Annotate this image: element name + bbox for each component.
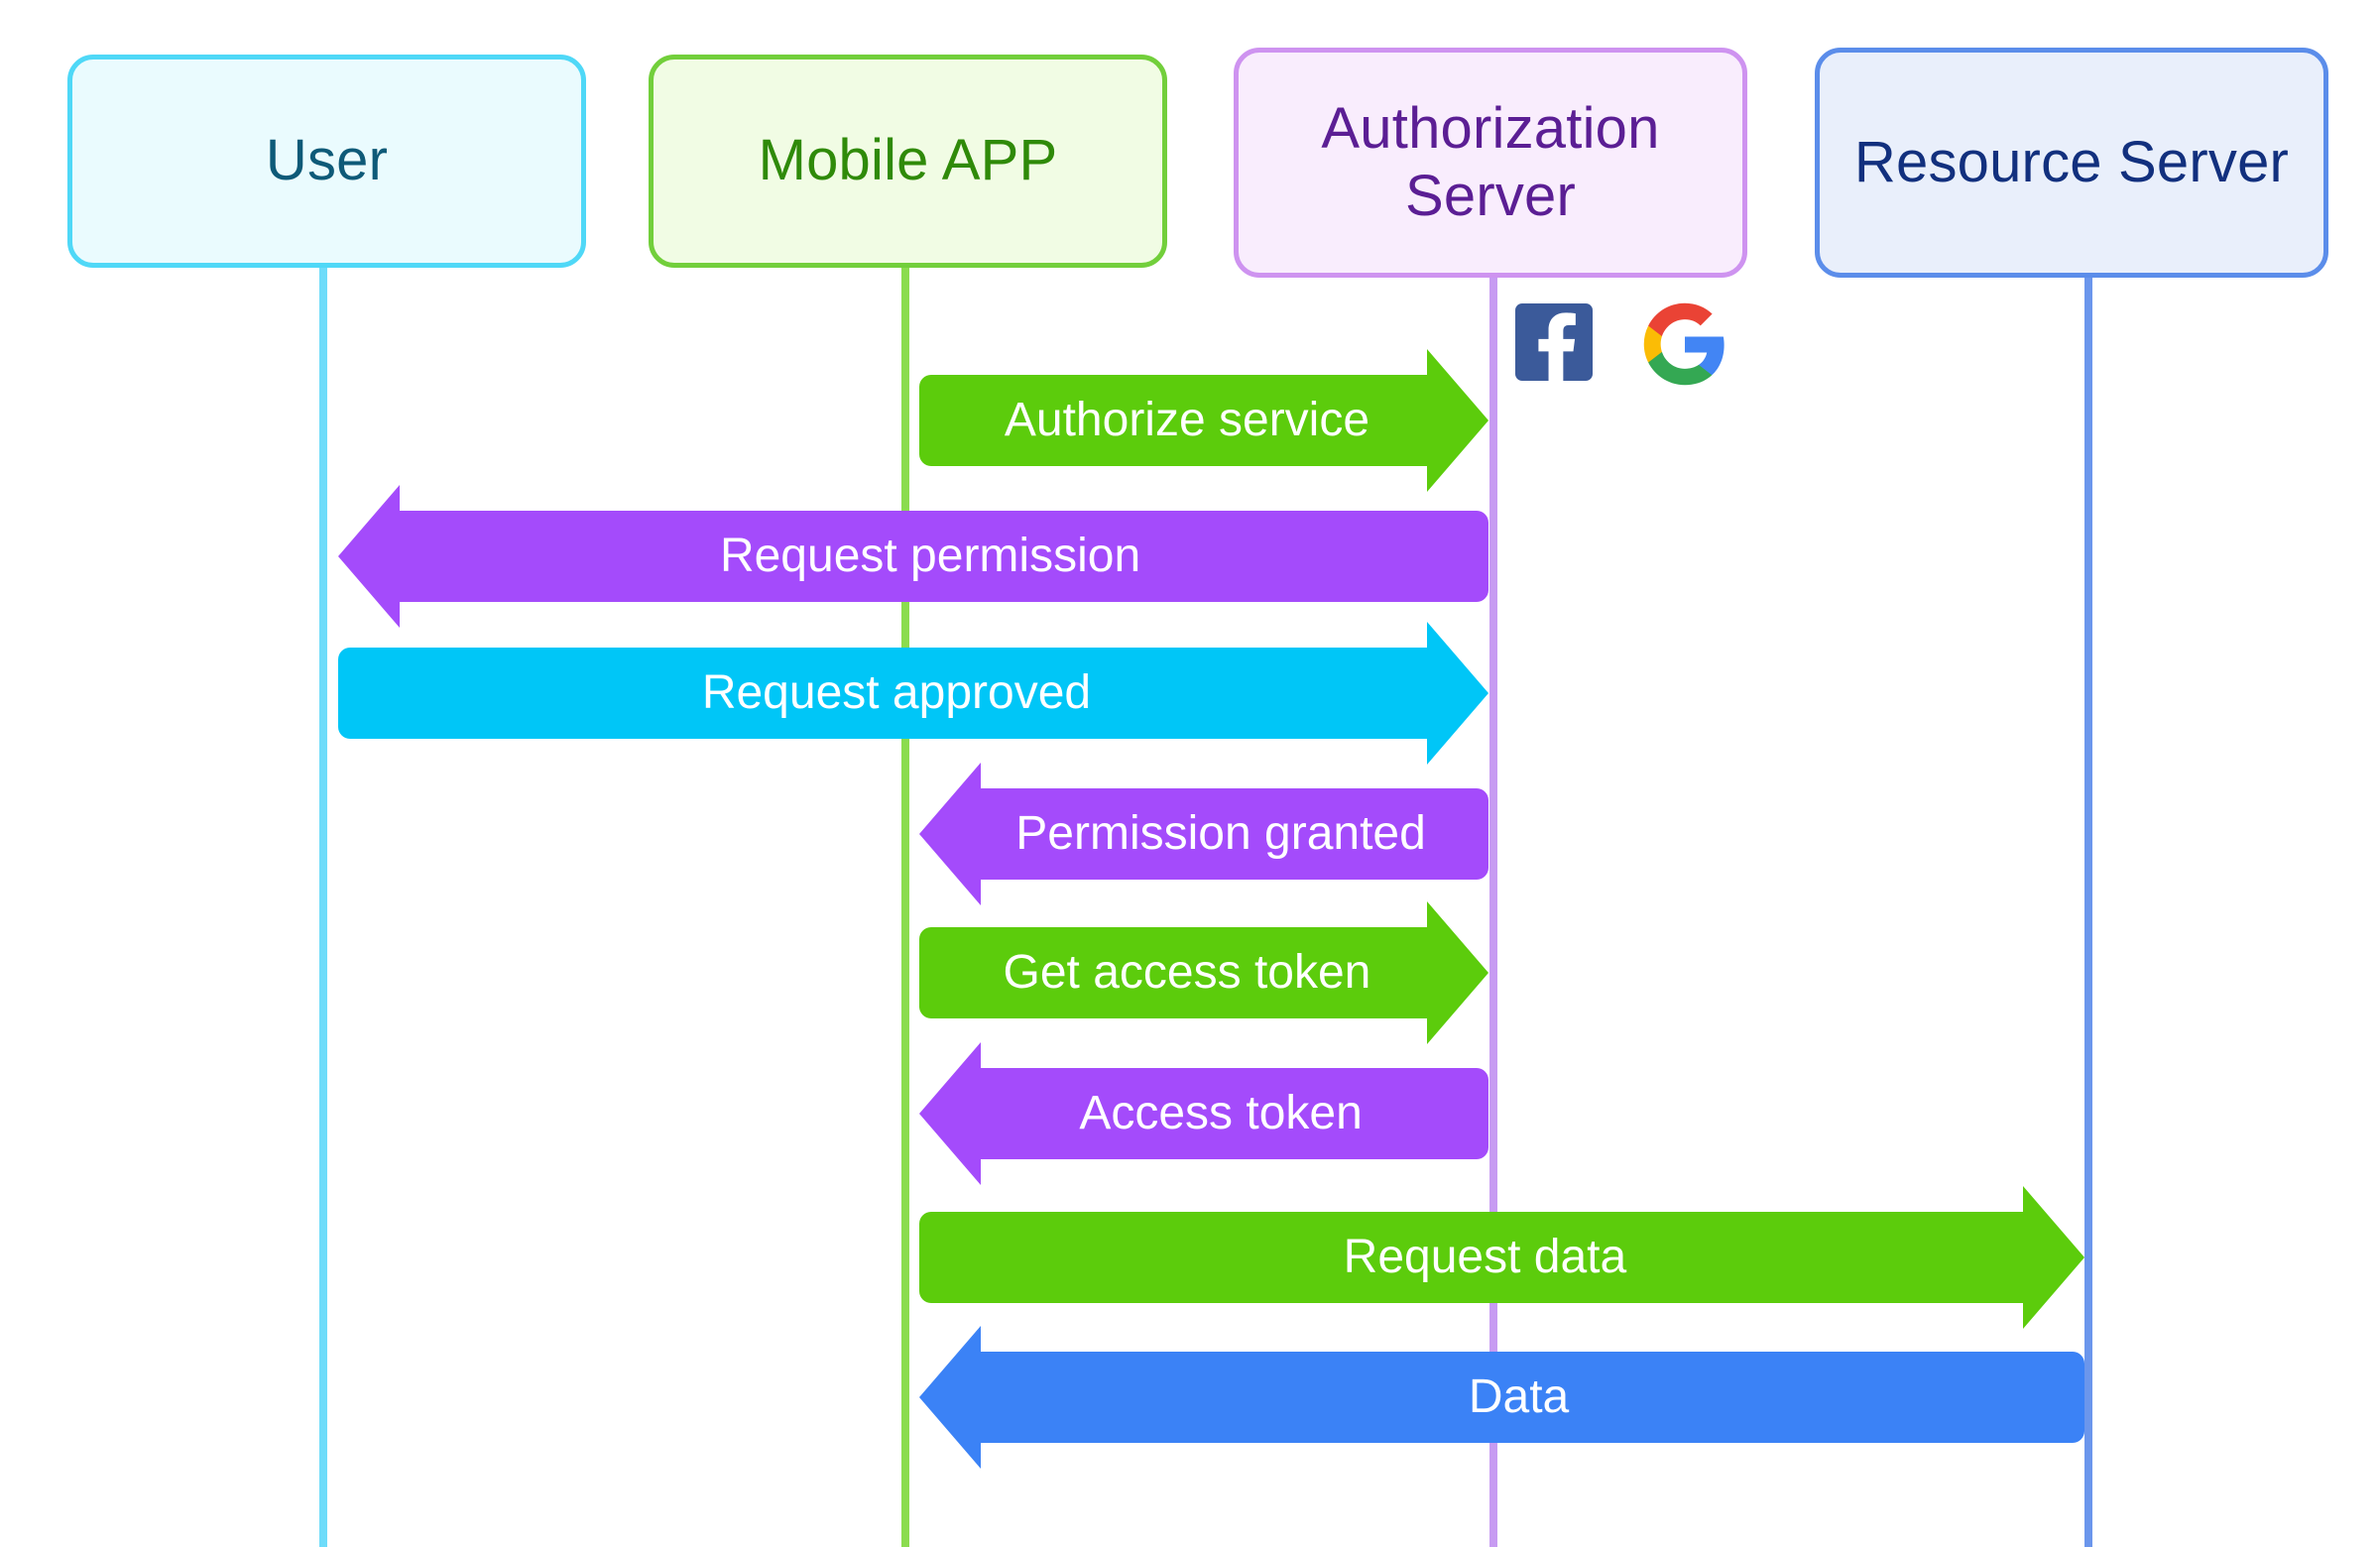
- arrow-body-data: [919, 1326, 2084, 1469]
- message-label-permission-granted: Permission granted: [1015, 807, 1426, 860]
- message-arrow-data[interactable]: Data: [919, 1326, 2084, 1469]
- message-label-access-token: Access token: [1079, 1087, 1363, 1139]
- arrow-body-access-token: [919, 1042, 1488, 1185]
- actor-label-user: User: [265, 128, 389, 193]
- lifeline-authorization-server: [1489, 268, 1497, 1547]
- arrow-body-request-data: [919, 1186, 2084, 1329]
- actor-label-resource-server: Resource Server: [1853, 129, 2290, 194]
- facebook-icon[interactable]: [1515, 303, 1593, 381]
- arrow-shape-request-permission: [338, 485, 1488, 628]
- actor-box-user[interactable]: User: [67, 55, 586, 268]
- arrow-body-permission-granted: [919, 763, 1488, 905]
- arrow-body-request-permission: [338, 485, 1488, 628]
- message-label-request-data: Request data: [1343, 1231, 1627, 1283]
- arrow-body-authorize-service: [919, 349, 1488, 492]
- message-arrow-permission-granted[interactable]: Permission granted: [919, 763, 1488, 905]
- message-arrow-request-approved[interactable]: Request approved: [338, 622, 1488, 765]
- arrow-shape-request-approved: [338, 622, 1488, 765]
- actor-label-mobile-app: Mobile APP: [758, 128, 1058, 193]
- arrow-body-get-access-token: [919, 901, 1488, 1044]
- message-arrow-get-access-token[interactable]: Get access token: [919, 901, 1488, 1044]
- message-arrow-request-data[interactable]: Request data: [919, 1186, 2084, 1329]
- arrow-shape-get-access-token: [919, 901, 1488, 1044]
- lifeline-mobile-app: [901, 268, 909, 1547]
- message-label-authorize-service: Authorize service: [1004, 394, 1370, 446]
- actor-box-mobile-app[interactable]: Mobile APP: [649, 55, 1167, 268]
- message-arrow-request-permission[interactable]: Request permission: [338, 485, 1488, 628]
- arrow-shape-request-data: [919, 1186, 2084, 1329]
- message-arrow-authorize-service[interactable]: Authorize service: [919, 349, 1488, 492]
- actor-box-authorization-server[interactable]: Authorization Server: [1234, 48, 1747, 278]
- arrow-shape-authorize-service: [919, 349, 1488, 492]
- message-label-request-approved: Request approved: [701, 666, 1092, 719]
- arrow-shape-data: [919, 1326, 2084, 1469]
- actor-box-resource-server[interactable]: Resource Server: [1815, 48, 2328, 278]
- arrow-shape-permission-granted: [919, 763, 1488, 905]
- google-icon[interactable]: [1640, 299, 1729, 389]
- message-arrow-access-token[interactable]: Access token: [919, 1042, 1488, 1185]
- google-g-glyph: [1643, 302, 1725, 386]
- message-label-request-permission: Request permission: [719, 530, 1141, 582]
- message-label-get-access-token: Get access token: [1003, 946, 1371, 999]
- lifeline-user: [319, 268, 327, 1547]
- lifeline-resource-server: [2084, 268, 2092, 1547]
- arrow-body-request-approved: [338, 622, 1488, 765]
- message-label-data: Data: [1468, 1370, 1570, 1423]
- actor-label-authorization-server: Authorization Server: [1321, 95, 1660, 228]
- arrow-shape-access-token: [919, 1042, 1488, 1185]
- facebook-f-glyph: [1538, 312, 1576, 381]
